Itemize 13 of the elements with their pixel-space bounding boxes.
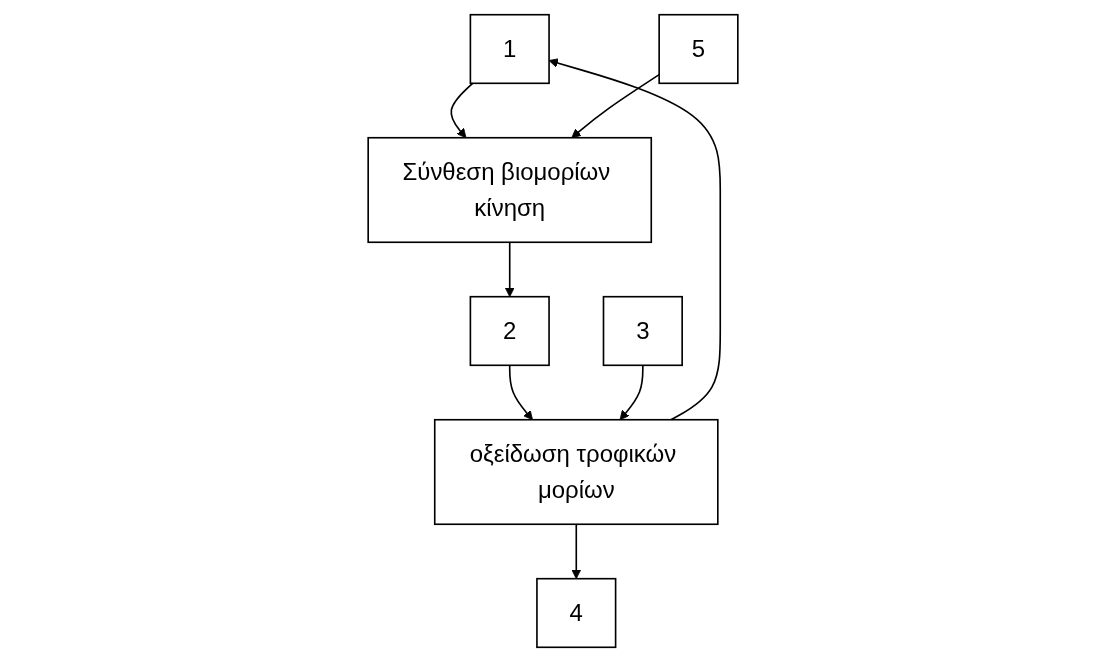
node-box: 2 bbox=[469, 295, 550, 367]
arrow bbox=[571, 523, 582, 580]
arrow bbox=[450, 82, 474, 139]
node-box: 1 bbox=[469, 13, 550, 85]
node-box: 3 bbox=[602, 295, 683, 367]
arrow bbox=[619, 364, 644, 421]
node-box: Σύνθεση βιομορίων κίνηση bbox=[367, 136, 653, 244]
arrow bbox=[571, 73, 660, 139]
arrow bbox=[504, 241, 515, 298]
node-box: οξείδωση τροφικών μορίων bbox=[433, 418, 719, 526]
arrow bbox=[508, 364, 533, 421]
node-box: 4 bbox=[536, 577, 617, 649]
node-box: 5 bbox=[658, 13, 739, 85]
